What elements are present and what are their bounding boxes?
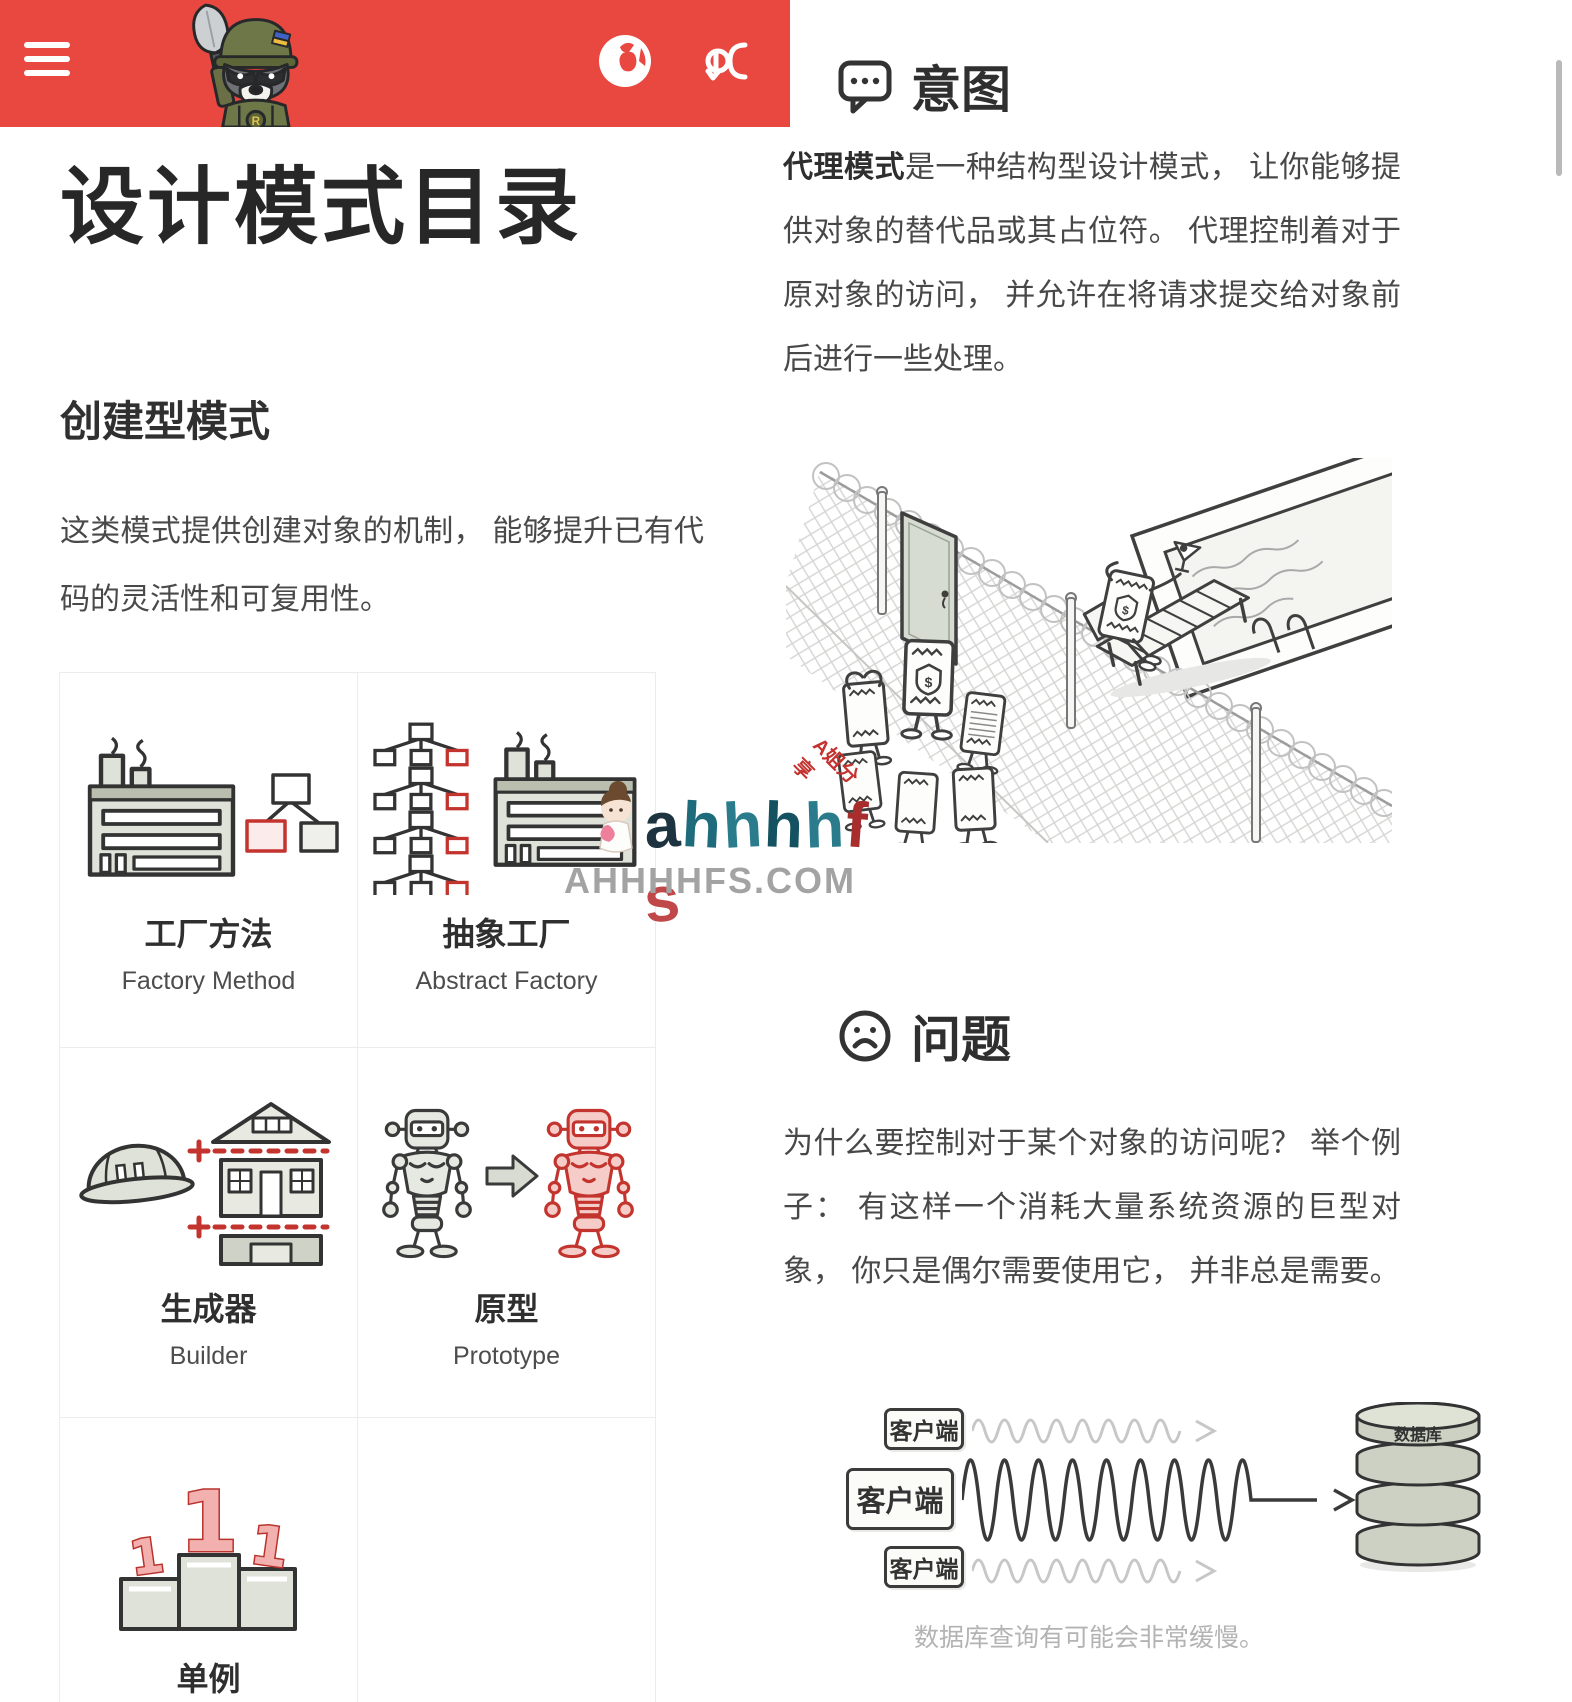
pattern-name-en: Prototype [452,1342,560,1370]
chain-link-fence [786,462,1392,843]
pattern-name-en: Abstract Factory [415,967,598,995]
pattern-name-zh: 单例 [176,1661,241,1697]
pattern-name-zh: 工厂方法 [144,916,273,952]
pattern-card-prototype[interactable]: 原型 Prototype [358,1048,656,1418]
request-wave-large-middle [962,1458,1356,1542]
database-cylinder: 数据库 [1355,1402,1481,1572]
svg-text:1: 1 [179,1473,237,1571]
speech-bubble-icon [838,60,892,114]
request-wave-small-bottom [972,1558,1218,1584]
intent-pattern-name: 代理模式 [783,151,905,184]
client-box-1: 客户端 [884,1408,964,1450]
request-wave-small-top [972,1418,1218,1444]
problem-paragraph: 为什么要控制对于某个对象的访问呢？ 举个例子： 有这样一个消耗大量系统资源的巨型… [783,1127,1401,1288]
prototype-icon [373,1082,641,1280]
section-description: 这类模式提供创建对象的机制， 能够提升已有代码的灵活性和可复用性。 [60,515,704,616]
proxy-pattern-illustration: $ [786,458,1392,843]
pattern-card-abstract-factory[interactable]: 抽象工厂 Abstract Factory [358,673,656,1048]
pattern-name-en: Factory Method [121,967,296,995]
page-title: 设计模式目录 [60,160,583,254]
problem-heading-label: 问题 [911,1012,1011,1068]
sad-face-icon [839,1010,891,1062]
factory-method-icon [75,707,343,905]
client-box-3: 客户端 [884,1546,964,1588]
intent-heading-label: 意图 [911,62,1011,118]
pattern-card-empty [358,1418,656,1702]
pattern-name-en: Builder [169,1342,248,1370]
svg-text:1: 1 [126,1527,167,1587]
fence-posts [876,486,1262,843]
diagram-caption: 数据库查询有可能会非常缓慢。 [913,1624,1264,1652]
pattern-grid: 工厂方法 Factory Method 抽象工厂 Abstract Factor… [59,672,656,1702]
pattern-card-factory-method[interactable]: 工厂方法 Factory Method [60,673,358,1048]
menu-hamburger-icon[interactable] [24,42,70,80]
pattern-name-zh: 抽象工厂 [442,916,571,952]
svg-text:$: $ [1121,603,1131,618]
singleton-icon: 1 1 1 [109,1452,309,1650]
user-profile-icon[interactable] [698,32,756,90]
abstract-factory-icon [372,707,641,905]
intent-paragraph: 代理模式是一种结构型设计模式， 让你能够提供对象的替代品或其占位符。 代理控制着… [783,151,1401,376]
pattern-card-builder[interactable]: 生成器 Builder [60,1048,358,1418]
language-globe-icon[interactable] [596,32,654,90]
fence-door [900,511,958,666]
client-box-2: 客户端 [846,1468,954,1530]
builder-icon [75,1082,343,1280]
pattern-name-zh: 生成器 [160,1291,257,1327]
intent-heading: 意图 [837,50,1011,122]
database-label: 数据库 [1394,1425,1442,1444]
problem-heading: 问题 [837,1000,1011,1072]
app-header: R [0,0,790,127]
pattern-name-zh: 原型 [474,1291,539,1327]
svg-text:R: R [252,115,261,127]
pattern-card-singleton[interactable]: 1 1 1 单例 [60,1418,358,1702]
scrollbar-thumb[interactable] [1556,60,1562,176]
refactoring-guru-mascot-logo[interactable]: R [176,0,324,127]
section-heading-creational: 创建型模式 [60,398,271,445]
queue-card-characters [835,640,1006,843]
lounging-card-character: $ [1082,540,1271,698]
